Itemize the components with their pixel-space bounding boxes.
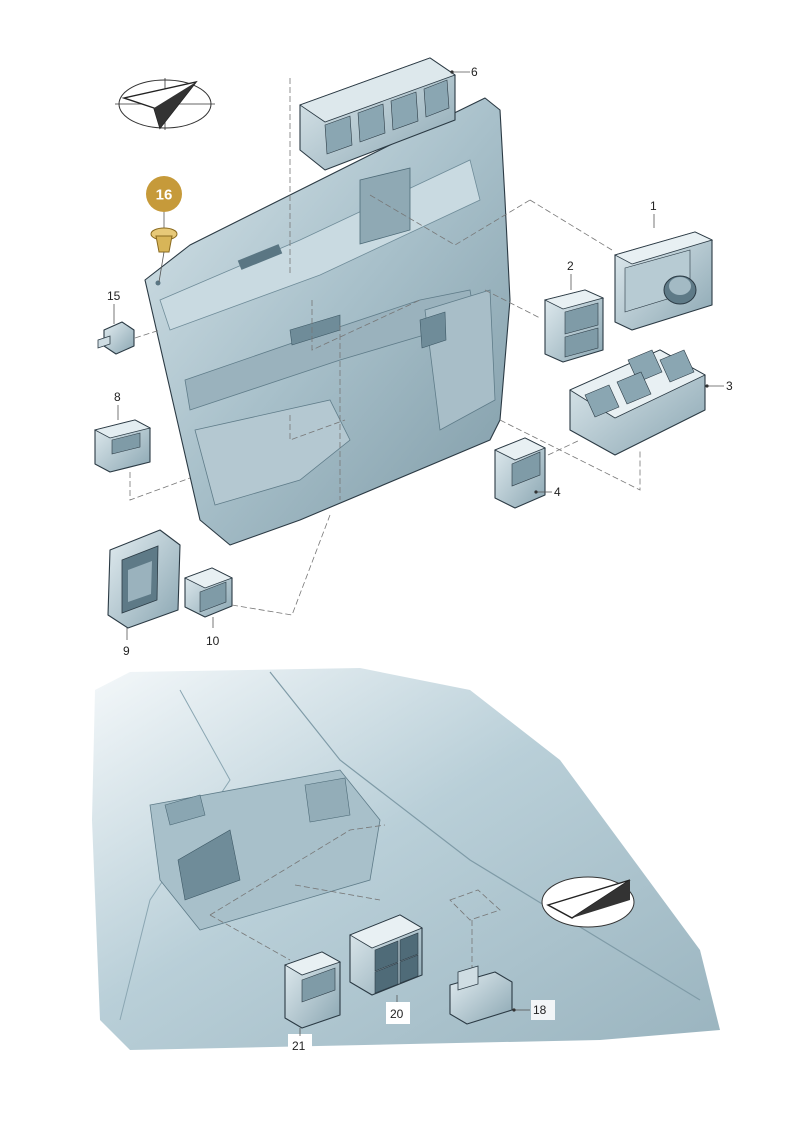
part-20-switch	[349, 914, 423, 996]
callout-18: 18	[533, 1003, 547, 1017]
part-2-switch	[543, 289, 605, 363]
callout-9: 9	[123, 644, 130, 658]
callout-6: 6	[471, 65, 478, 79]
part-21-switch	[284, 951, 341, 1029]
callout-15: 15	[107, 289, 121, 303]
part-10-switch	[183, 567, 234, 618]
part-1-mirror-switch	[613, 231, 714, 331]
callout-8: 8	[114, 390, 121, 404]
callout-3: 3	[726, 379, 733, 393]
part-16-clip	[150, 227, 178, 253]
callout-10: 10	[206, 634, 220, 648]
interior-scene	[92, 668, 720, 1050]
part-18-cover	[449, 965, 513, 1025]
callout-4: 4	[554, 485, 561, 499]
callout-2: 2	[567, 259, 574, 273]
part-4-switch	[494, 437, 546, 509]
part-8-switch	[93, 419, 152, 473]
callout-21: 21	[292, 1039, 306, 1053]
part-6-switch-bar	[299, 57, 456, 171]
callout-1: 1	[650, 199, 657, 213]
part-9-switch-frame	[107, 529, 181, 629]
part-3-window-switch	[569, 349, 706, 456]
callout-20: 20	[390, 1007, 404, 1021]
part-16-highlight-badge: 16	[146, 176, 182, 212]
callout-16: 16	[156, 187, 173, 204]
part-15-clip	[97, 321, 135, 355]
direction-arrow-icon	[115, 78, 215, 130]
direction-arrow-icon	[541, 876, 635, 928]
door-trim-panel	[144, 97, 511, 546]
